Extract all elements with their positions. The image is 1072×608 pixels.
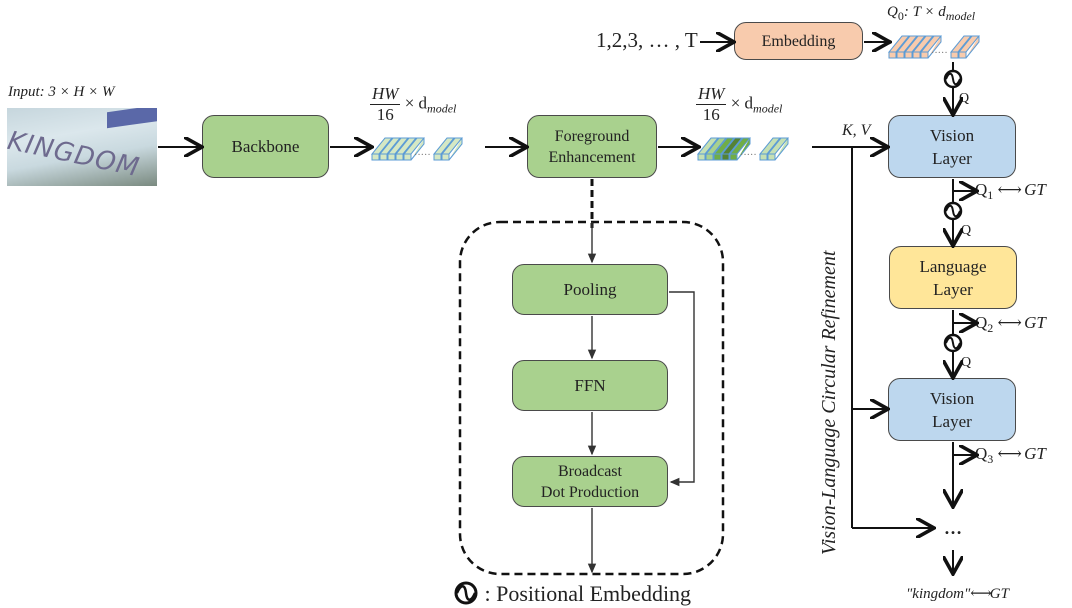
language-layer-label-2: Layer bbox=[933, 279, 973, 299]
embedding-box: Embedding bbox=[734, 22, 863, 60]
feature-token bbox=[440, 137, 464, 161]
backbone-feature-tokens: ····· bbox=[370, 137, 464, 161]
positional-embedding-icon bbox=[454, 581, 478, 605]
feature-token bbox=[402, 137, 426, 161]
final-output-label: "kingdom"⟷GT bbox=[906, 586, 1009, 602]
q0-label: Q0: T × dmodel bbox=[887, 4, 976, 23]
broadcast-dot-box: Broadcast Dot Production bbox=[512, 456, 668, 507]
q-label-0: Q bbox=[959, 91, 970, 106]
ffn-label: FFN bbox=[574, 376, 606, 395]
position-sequence-label: 1,2,3, … , T bbox=[596, 28, 698, 52]
feature-token bbox=[766, 137, 790, 161]
vision-layer-2-label-1: Vision bbox=[929, 388, 975, 408]
input-image: KINGDOM bbox=[7, 108, 157, 186]
q-label-1: Q bbox=[961, 223, 972, 238]
pooling-box: Pooling bbox=[512, 264, 668, 315]
query-tokens: ····· bbox=[887, 35, 981, 59]
feature-token bbox=[957, 35, 981, 59]
vision-layer-1-box: Vision Layer bbox=[888, 115, 1016, 178]
pooling-label: Pooling bbox=[563, 280, 617, 299]
q3-output-label: Q3 ⟷ GT bbox=[975, 444, 1046, 466]
kv-label: K, V bbox=[842, 122, 871, 139]
embedding-label: Embedding bbox=[761, 32, 836, 50]
positional-embedding-legend: : Positional Embedding bbox=[453, 580, 691, 607]
vision-layer-2-box: Vision Layer bbox=[888, 378, 1016, 441]
q2-output-label: Q2 ⟷ GT bbox=[975, 313, 1046, 335]
feature-token bbox=[728, 137, 752, 161]
backbone-label: Backbone bbox=[231, 137, 300, 156]
token-ellipsis: ····· bbox=[414, 150, 431, 161]
language-layer-label-1: Language bbox=[919, 256, 987, 276]
q-label-2: Q bbox=[961, 355, 972, 370]
broadcast-label-2: Dot Production bbox=[540, 483, 640, 501]
token-ellipsis: ····· bbox=[740, 150, 757, 161]
positional-embedding-icon bbox=[943, 201, 963, 221]
foreground-enhancement-box: Foreground Enhancement bbox=[527, 115, 657, 178]
foreground-label-1: Foreground bbox=[554, 127, 630, 145]
token-ellipsis: ····· bbox=[931, 48, 948, 59]
vision-layer-2-label-2: Layer bbox=[932, 411, 972, 431]
enhanced-feature-tokens: ····· bbox=[696, 137, 790, 161]
backbone-box: Backbone bbox=[202, 115, 329, 178]
language-layer-box: Language Layer bbox=[889, 246, 1017, 309]
ellipsis-label: … bbox=[944, 518, 962, 538]
ffn-box: FFN bbox=[512, 360, 668, 411]
positional-embedding-icon bbox=[943, 333, 963, 353]
foreground-label-2: Enhancement bbox=[548, 148, 636, 166]
broadcast-label-1: Broadcast bbox=[558, 462, 622, 480]
feature-token bbox=[919, 35, 943, 59]
vision-layer-1-label-1: Vision bbox=[929, 125, 975, 145]
input-label: Input: 3 × H × W bbox=[8, 84, 115, 100]
positional-embedding-icon bbox=[943, 69, 963, 89]
pooling-skip-connection bbox=[669, 291, 695, 487]
vision-layer-1-label-2: Layer bbox=[932, 148, 972, 168]
